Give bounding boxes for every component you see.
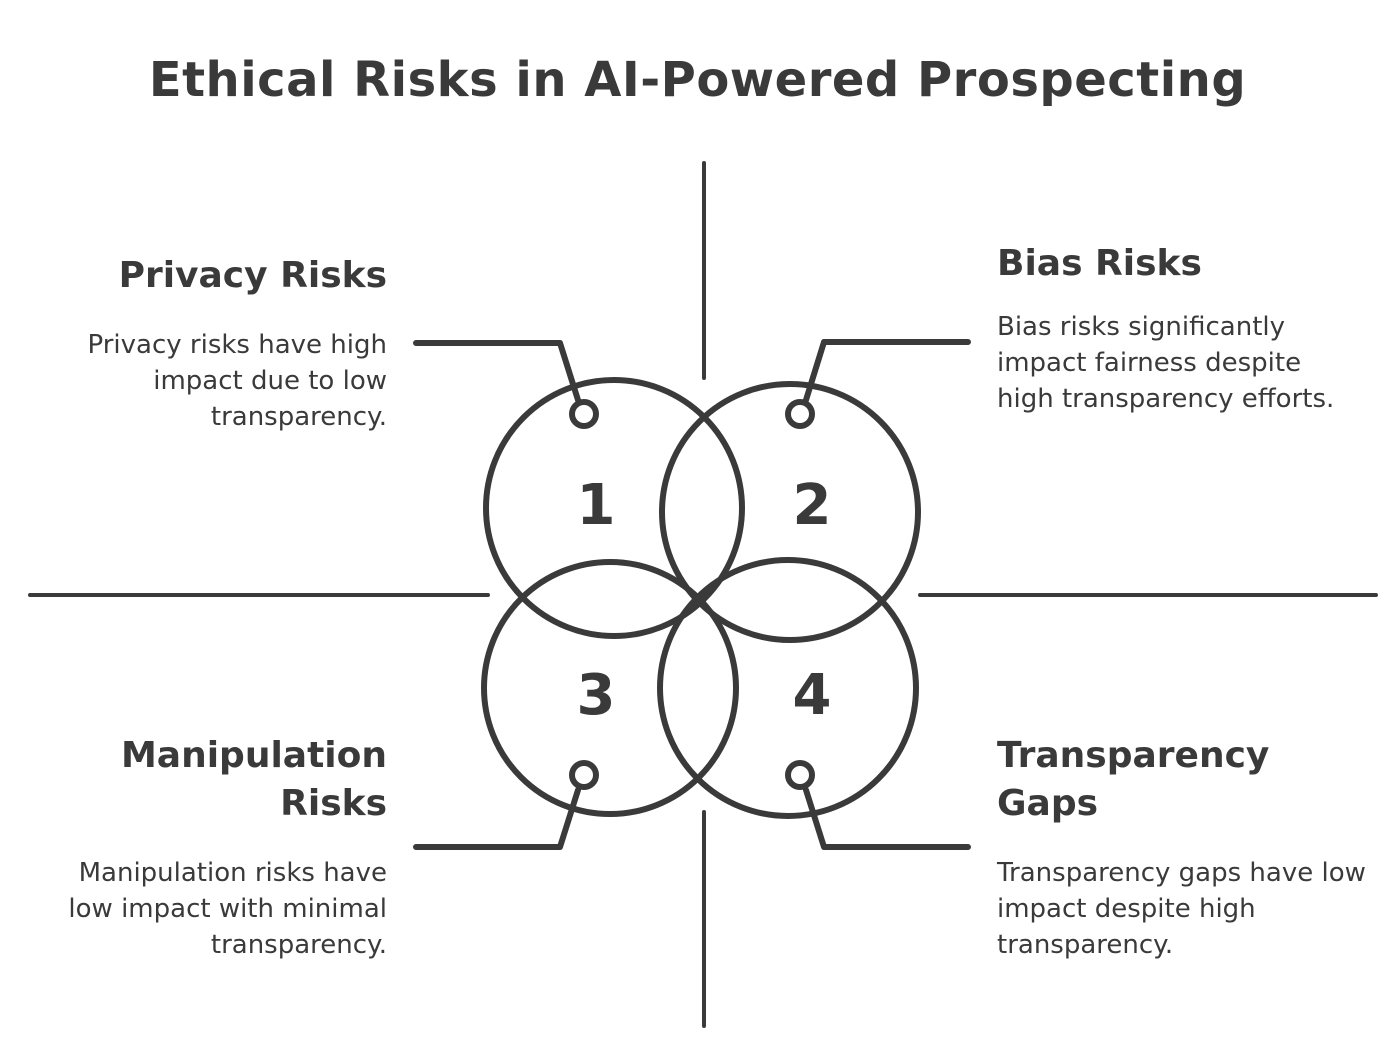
number-1: 1 [577,473,616,538]
connector-dot-1 [569,399,599,429]
connector-2 [803,339,971,403]
circle-4 [657,557,919,819]
connector-dot-3 [569,760,599,790]
number-2: 2 [793,473,832,538]
number-4: 4 [793,663,832,728]
connector-dot-4 [785,760,815,790]
bias-risks-heading: Bias Risks [997,243,1202,284]
privacy-risks-description: Privacy risks have high impact due to lo… [87,330,387,432]
connector-4 [803,787,971,850]
circle-2 [659,381,921,643]
circle-3 [481,559,739,817]
diagram-title: Ethical Risks in AI-Powered Prospecting [148,52,1247,108]
bias-risks-description: Bias risks significantly impact fairness… [997,312,1335,414]
number-3: 3 [577,663,616,728]
circle-1 [483,377,745,639]
manipulation-risks-heading: Manipulation Risks [120,735,387,824]
transparency-gaps-description: Transparency gaps have low impact despit… [997,858,1366,960]
connector-3 [413,787,581,850]
privacy-risks-heading: Privacy Risks [118,255,387,296]
connector-1 [413,340,581,403]
transparency-gaps-heading: Transparency Gaps [997,735,1270,824]
connector-dot-2 [785,399,815,429]
manipulation-risks-description: Manipulation risks have low impact with … [68,858,387,960]
